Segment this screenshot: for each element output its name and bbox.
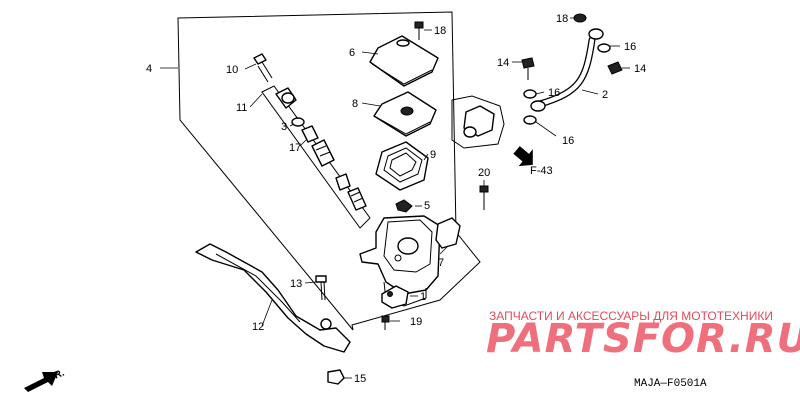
- small-plug: [395, 199, 413, 213]
- ref-label-f43: F-43: [530, 165, 553, 177]
- leader-lines: [160, 17, 630, 379]
- callout-19: 19: [410, 316, 422, 328]
- callout-11: 11: [236, 102, 247, 114]
- cap-screw-top: [414, 21, 424, 40]
- reservoir-cap: [369, 35, 439, 87]
- callout-20: 20: [478, 167, 490, 179]
- watermark: ЗАПЧАСТИ И АКСЕССУАРЫ ДЛЯ МОТОТЕХНИКИ PA…: [486, 309, 800, 362]
- callout-15: 15: [354, 373, 366, 385]
- hose-clamp-assembly: [451, 95, 505, 210]
- callout-8: 8: [352, 98, 358, 110]
- pivot-nut: [327, 369, 345, 385]
- piston-set: [275, 87, 367, 211]
- diaphragm: [375, 141, 429, 191]
- callout-6: 6: [349, 47, 355, 59]
- callout-18-hose: 18: [556, 13, 568, 25]
- callout-16-c: 16: [562, 135, 574, 147]
- callout-9: 9: [430, 149, 436, 161]
- callout-13: 13: [290, 278, 302, 290]
- assembly-outline: [177, 11, 481, 331]
- master-cylinder-body: [359, 215, 441, 307]
- callout-10: 10: [226, 64, 238, 76]
- callout-16-b: 16: [548, 87, 560, 99]
- callout-7: 7: [438, 257, 444, 269]
- reservoir-boot: [435, 217, 461, 249]
- callout-3: 3: [281, 121, 287, 133]
- callout-2: 2: [602, 89, 608, 101]
- callout-labels: 4 6 18 8 9 10 11 3 17 5 7 1 19 13 12 15 …: [146, 13, 646, 385]
- callout-1: 1: [420, 291, 426, 303]
- hose-fittings: [521, 13, 623, 125]
- callout-18-top: 18: [434, 25, 446, 37]
- callout-16-a: 16: [624, 41, 636, 53]
- watermark-brand: PARTSFOR.RU: [486, 316, 800, 362]
- callout-14-a: 14: [497, 57, 509, 69]
- callout-14-b: 14: [634, 63, 646, 75]
- callout-4: 4: [146, 63, 152, 75]
- front-label: FR.: [47, 367, 66, 383]
- diagram-code: MAJA—F0501A: [634, 378, 707, 390]
- front-arrow-icon: [24, 372, 58, 392]
- callout-12: 12: [252, 321, 264, 333]
- pivot-bolt-10: [253, 53, 273, 83]
- brake-switch: [381, 285, 409, 309]
- ref-arrow: [513, 146, 533, 167]
- watermark-tagline: ЗАПЧАСТИ И АКСЕССУАРЫ ДЛЯ МОТОТЕХНИКИ: [489, 309, 773, 323]
- callout-5: 5: [424, 200, 430, 212]
- callout-17: 17: [289, 142, 301, 154]
- pivot-bolt-13: [315, 275, 327, 301]
- diaphragm-plate: [373, 91, 437, 137]
- switch-screw: [381, 315, 390, 330]
- brake-lever: [195, 243, 351, 353]
- brake-hose: [530, 28, 604, 112]
